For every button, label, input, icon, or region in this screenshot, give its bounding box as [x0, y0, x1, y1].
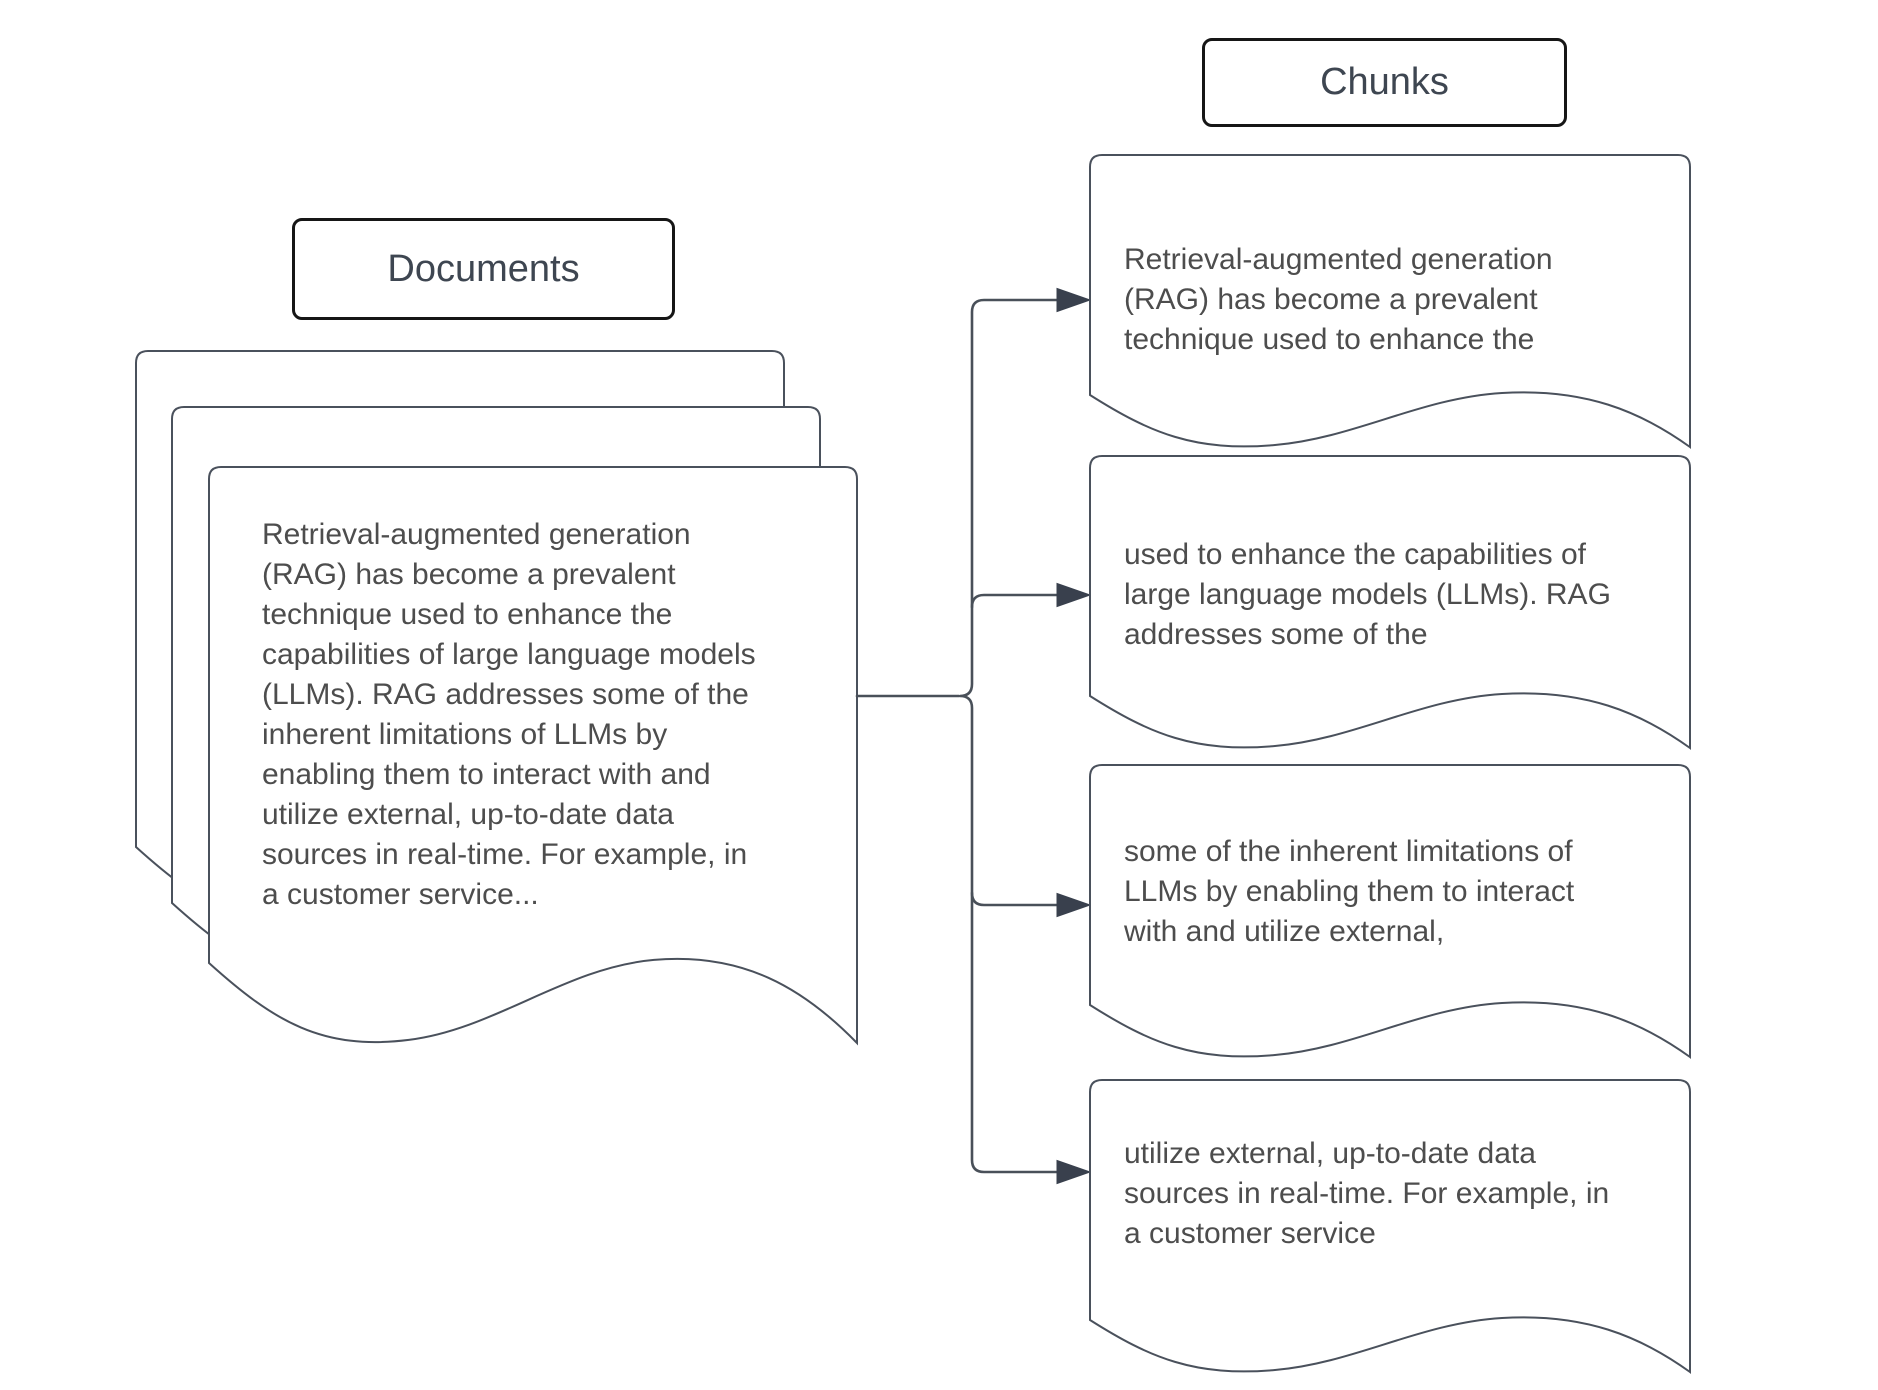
- connector-branch-3[interactable]: [970, 891, 1064, 907]
- connector-lines: [855, 287, 1092, 1185]
- document-text: Retrieval-augmented generation (RAG) has…: [262, 518, 756, 911]
- chunk-text-3: some of the inherent limitations of LLMs…: [1124, 835, 1575, 948]
- arrowhead-chunk-1: [1056, 287, 1092, 313]
- document-page-front[interactable]: [208, 466, 858, 1046]
- chunks-label-text: Chunks: [1320, 61, 1449, 103]
- chunk-shape-3[interactable]: [1089, 764, 1691, 1059]
- arrowhead-chunk-2: [1056, 582, 1092, 608]
- chunk-text-1: Retrieval-augmented generation (RAG) has…: [1124, 243, 1553, 356]
- chunk-shape-4[interactable]: [1089, 1079, 1691, 1374]
- chunk-shape-2[interactable]: [1089, 455, 1691, 750]
- chunks-label[interactable]: Chunks: [1202, 38, 1567, 127]
- chunk-text-2: used to enhance the capabilities of larg…: [1124, 538, 1611, 651]
- chunk-column: [1089, 154, 1691, 1374]
- arrowhead-chunk-3: [1056, 892, 1092, 918]
- arrowhead-chunk-4: [1056, 1159, 1092, 1185]
- chunk-shape-1[interactable]: [1089, 154, 1691, 449]
- documents-label-text: Documents: [387, 247, 580, 290]
- documents-label[interactable]: Documents: [292, 218, 675, 320]
- chunk-text-4: utilize external, up-to-date data source…: [1124, 1137, 1610, 1250]
- document-stack: [135, 350, 858, 1046]
- connector-branch-2[interactable]: [970, 593, 1064, 609]
- connector-trunk[interactable]: [959, 298, 1064, 1174]
